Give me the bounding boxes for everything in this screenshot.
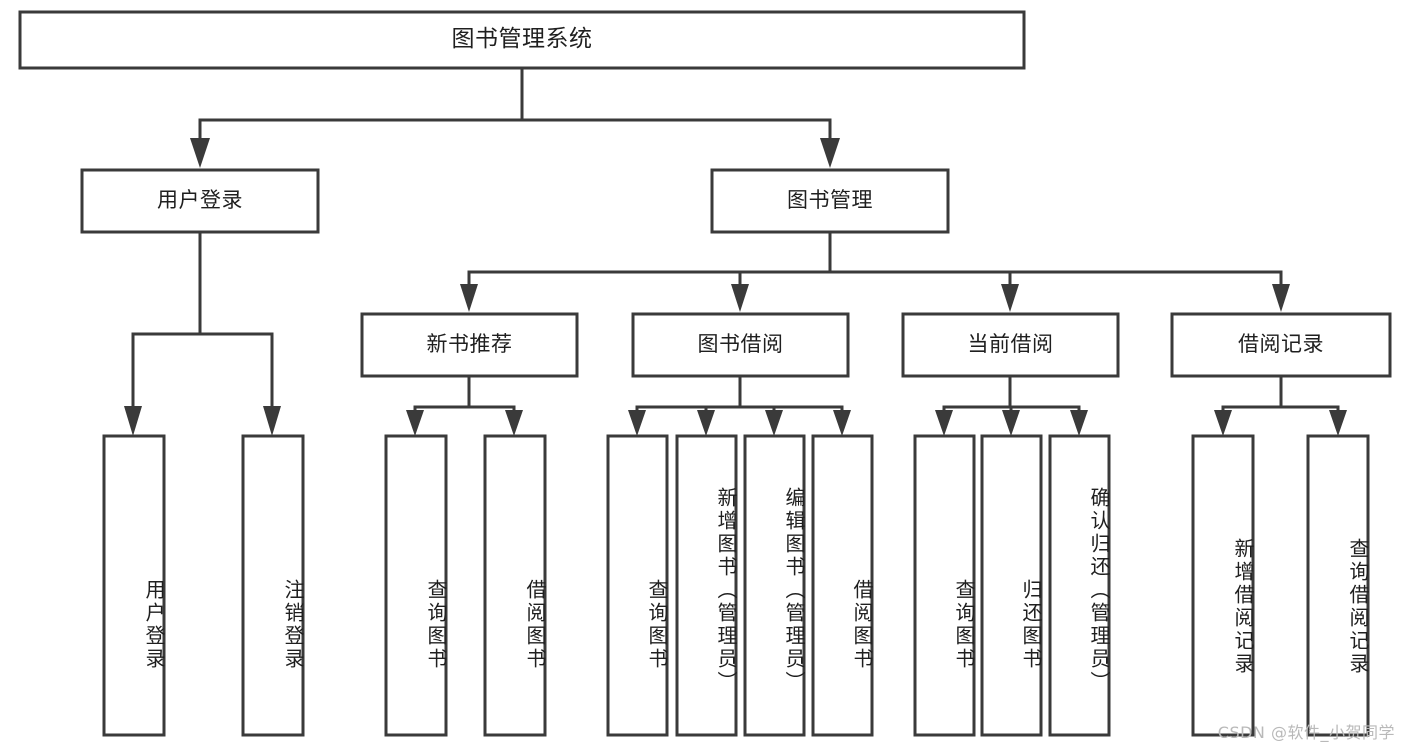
arrowhead-leaf-query-book-1 — [406, 410, 424, 436]
node-box-leaf-query-book-2[interactable] — [606, 434, 669, 737]
arrowhead-new-book-rec — [460, 284, 478, 312]
connector-group-book-borrow — [628, 374, 851, 436]
node-box-borrow-record[interactable] — [1170, 312, 1392, 378]
connector-group-book-manage — [460, 230, 1290, 312]
arrowhead-borrow-record — [1272, 284, 1290, 312]
node-box-current-borrow[interactable] — [901, 312, 1120, 378]
arrowhead-leaf-edit-book-admin — [765, 410, 783, 436]
arrowhead-leaf-borrow-book-2 — [833, 410, 851, 436]
csdn-watermark: CSDN @软件_小贺同学 — [1217, 723, 1395, 742]
connector-group-current-borrow — [935, 374, 1088, 436]
arrowhead-book-borrow — [731, 284, 749, 312]
arrowhead-current-borrow — [1001, 284, 1019, 312]
node-box-leaf-query-book-3[interactable] — [913, 434, 976, 737]
arrowhead-leaf-return-book — [1002, 410, 1020, 436]
arrowhead-user-login — [190, 138, 210, 168]
arrowhead-leaf-query-book-2 — [628, 410, 646, 436]
arrowhead-leaf-add-book-admin — [697, 410, 715, 436]
node-box-book-manage[interactable] — [710, 168, 950, 234]
connector-group-new-book-rec — [406, 374, 523, 436]
node-box-leaf-query-borrow-record[interactable] — [1306, 434, 1370, 737]
arrowhead-leaf-query-book-3 — [935, 410, 953, 436]
node-box-leaf-borrow-book-1[interactable] — [483, 434, 547, 737]
arrowhead-leaf-confirm-return-admin — [1070, 410, 1088, 436]
arrowhead-leaf-query-borrow-record — [1329, 410, 1347, 436]
arrowhead-leaf-logout — [263, 406, 281, 436]
node-box-leaf-logout[interactable] — [241, 434, 305, 737]
connector-group-root — [190, 66, 840, 168]
node-box-leaf-user-login[interactable] — [102, 434, 166, 737]
node-box-leaf-query-book-1[interactable] — [384, 434, 448, 737]
node-box-leaf-add-book-admin[interactable] — [675, 434, 738, 737]
node-box-leaf-borrow-book-2[interactable] — [811, 434, 874, 737]
arrowhead-leaf-user-login — [124, 406, 142, 436]
connector-group-user-login — [124, 230, 281, 436]
arrowhead-book-manage — [820, 138, 840, 168]
node-box-leaf-add-borrow-record[interactable] — [1191, 434, 1255, 737]
node-box-book-borrow[interactable] — [631, 312, 850, 378]
node-box-root[interactable] — [18, 10, 1026, 70]
node-box-new-book-rec[interactable] — [360, 312, 579, 378]
arrowhead-leaf-add-borrow-record — [1214, 410, 1232, 436]
node-box-leaf-return-book[interactable] — [980, 434, 1043, 737]
node-box-user-login[interactable] — [80, 168, 320, 234]
arrowhead-leaf-borrow-book-1 — [505, 410, 523, 436]
connector-group-borrow-record — [1214, 374, 1347, 436]
node-box-leaf-confirm-return-admin[interactable] — [1048, 434, 1111, 737]
node-box-leaf-edit-book-admin[interactable] — [743, 434, 806, 737]
